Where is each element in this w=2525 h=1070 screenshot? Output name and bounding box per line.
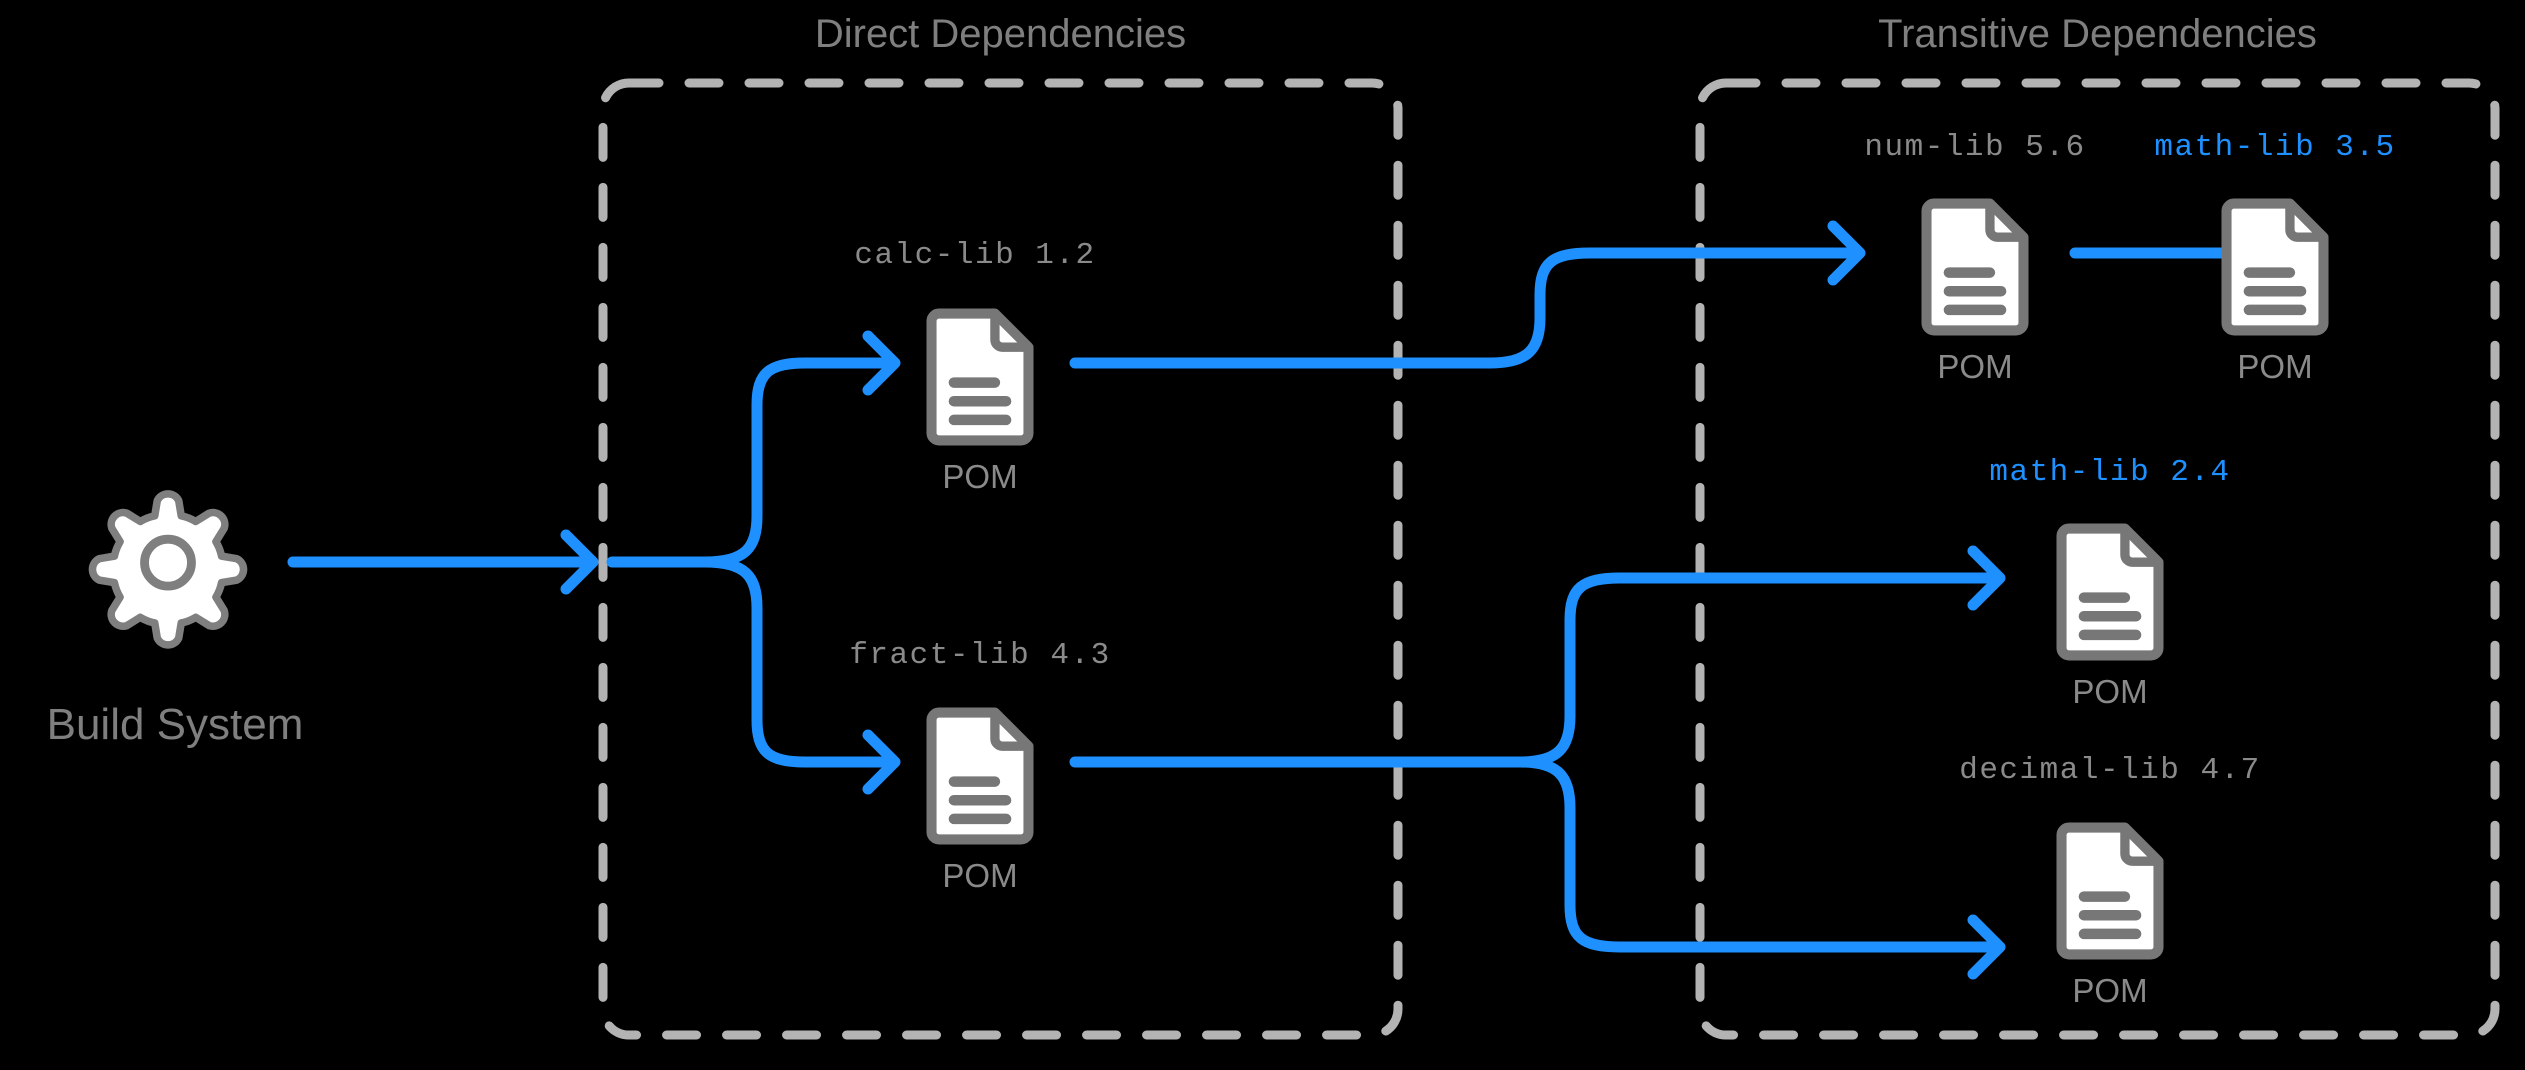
edge-fract-fan — [1069, 545, 2006, 980]
node-label-num-lib: num-lib 5.6 — [1864, 130, 2086, 165]
pom-document-icon[interactable] — [2215, 198, 2335, 336]
edge-build-to-direct — [287, 529, 599, 595]
pom-caption: POM — [942, 458, 1018, 495]
transitive-dependencies-title: Transitive Dependencies — [1878, 12, 2317, 56]
pom-document-icon[interactable] — [2050, 523, 2170, 661]
pom-document-icon[interactable] — [2050, 822, 2170, 960]
node-label-math-lib-3-5: math-lib 3.5 — [2154, 130, 2396, 165]
pom-caption: POM — [2072, 673, 2148, 710]
node-label-fract-lib: fract-lib 4.3 — [849, 638, 1111, 673]
gear-icon — [48, 482, 288, 658]
edge-calc-to-num — [1069, 220, 1866, 369]
node-label-decimal-lib: decimal-lib 4.7 — [1959, 753, 2261, 788]
transitive-dependencies-box — [1695, 78, 2500, 1040]
build-system-caption: Build System — [46, 700, 304, 749]
pom-document-icon[interactable] — [1915, 198, 2035, 336]
pom-caption: POM — [2072, 972, 2148, 1009]
pom-caption: POM — [2237, 348, 2313, 385]
pom-caption: POM — [942, 857, 1018, 894]
node-label-calc-lib: calc-lib 1.2 — [854, 238, 1096, 273]
node-label-math-lib-2-4: math-lib 2.4 — [1989, 455, 2231, 490]
pom-document-icon[interactable] — [920, 308, 1040, 446]
direct-dependencies-title: Direct Dependencies — [814, 12, 1187, 56]
edge-fan-split-direct — [606, 330, 901, 795]
pom-document-icon[interactable] — [920, 707, 1040, 845]
direct-dependencies-box — [598, 78, 1403, 1040]
pom-caption: POM — [1937, 348, 2013, 385]
